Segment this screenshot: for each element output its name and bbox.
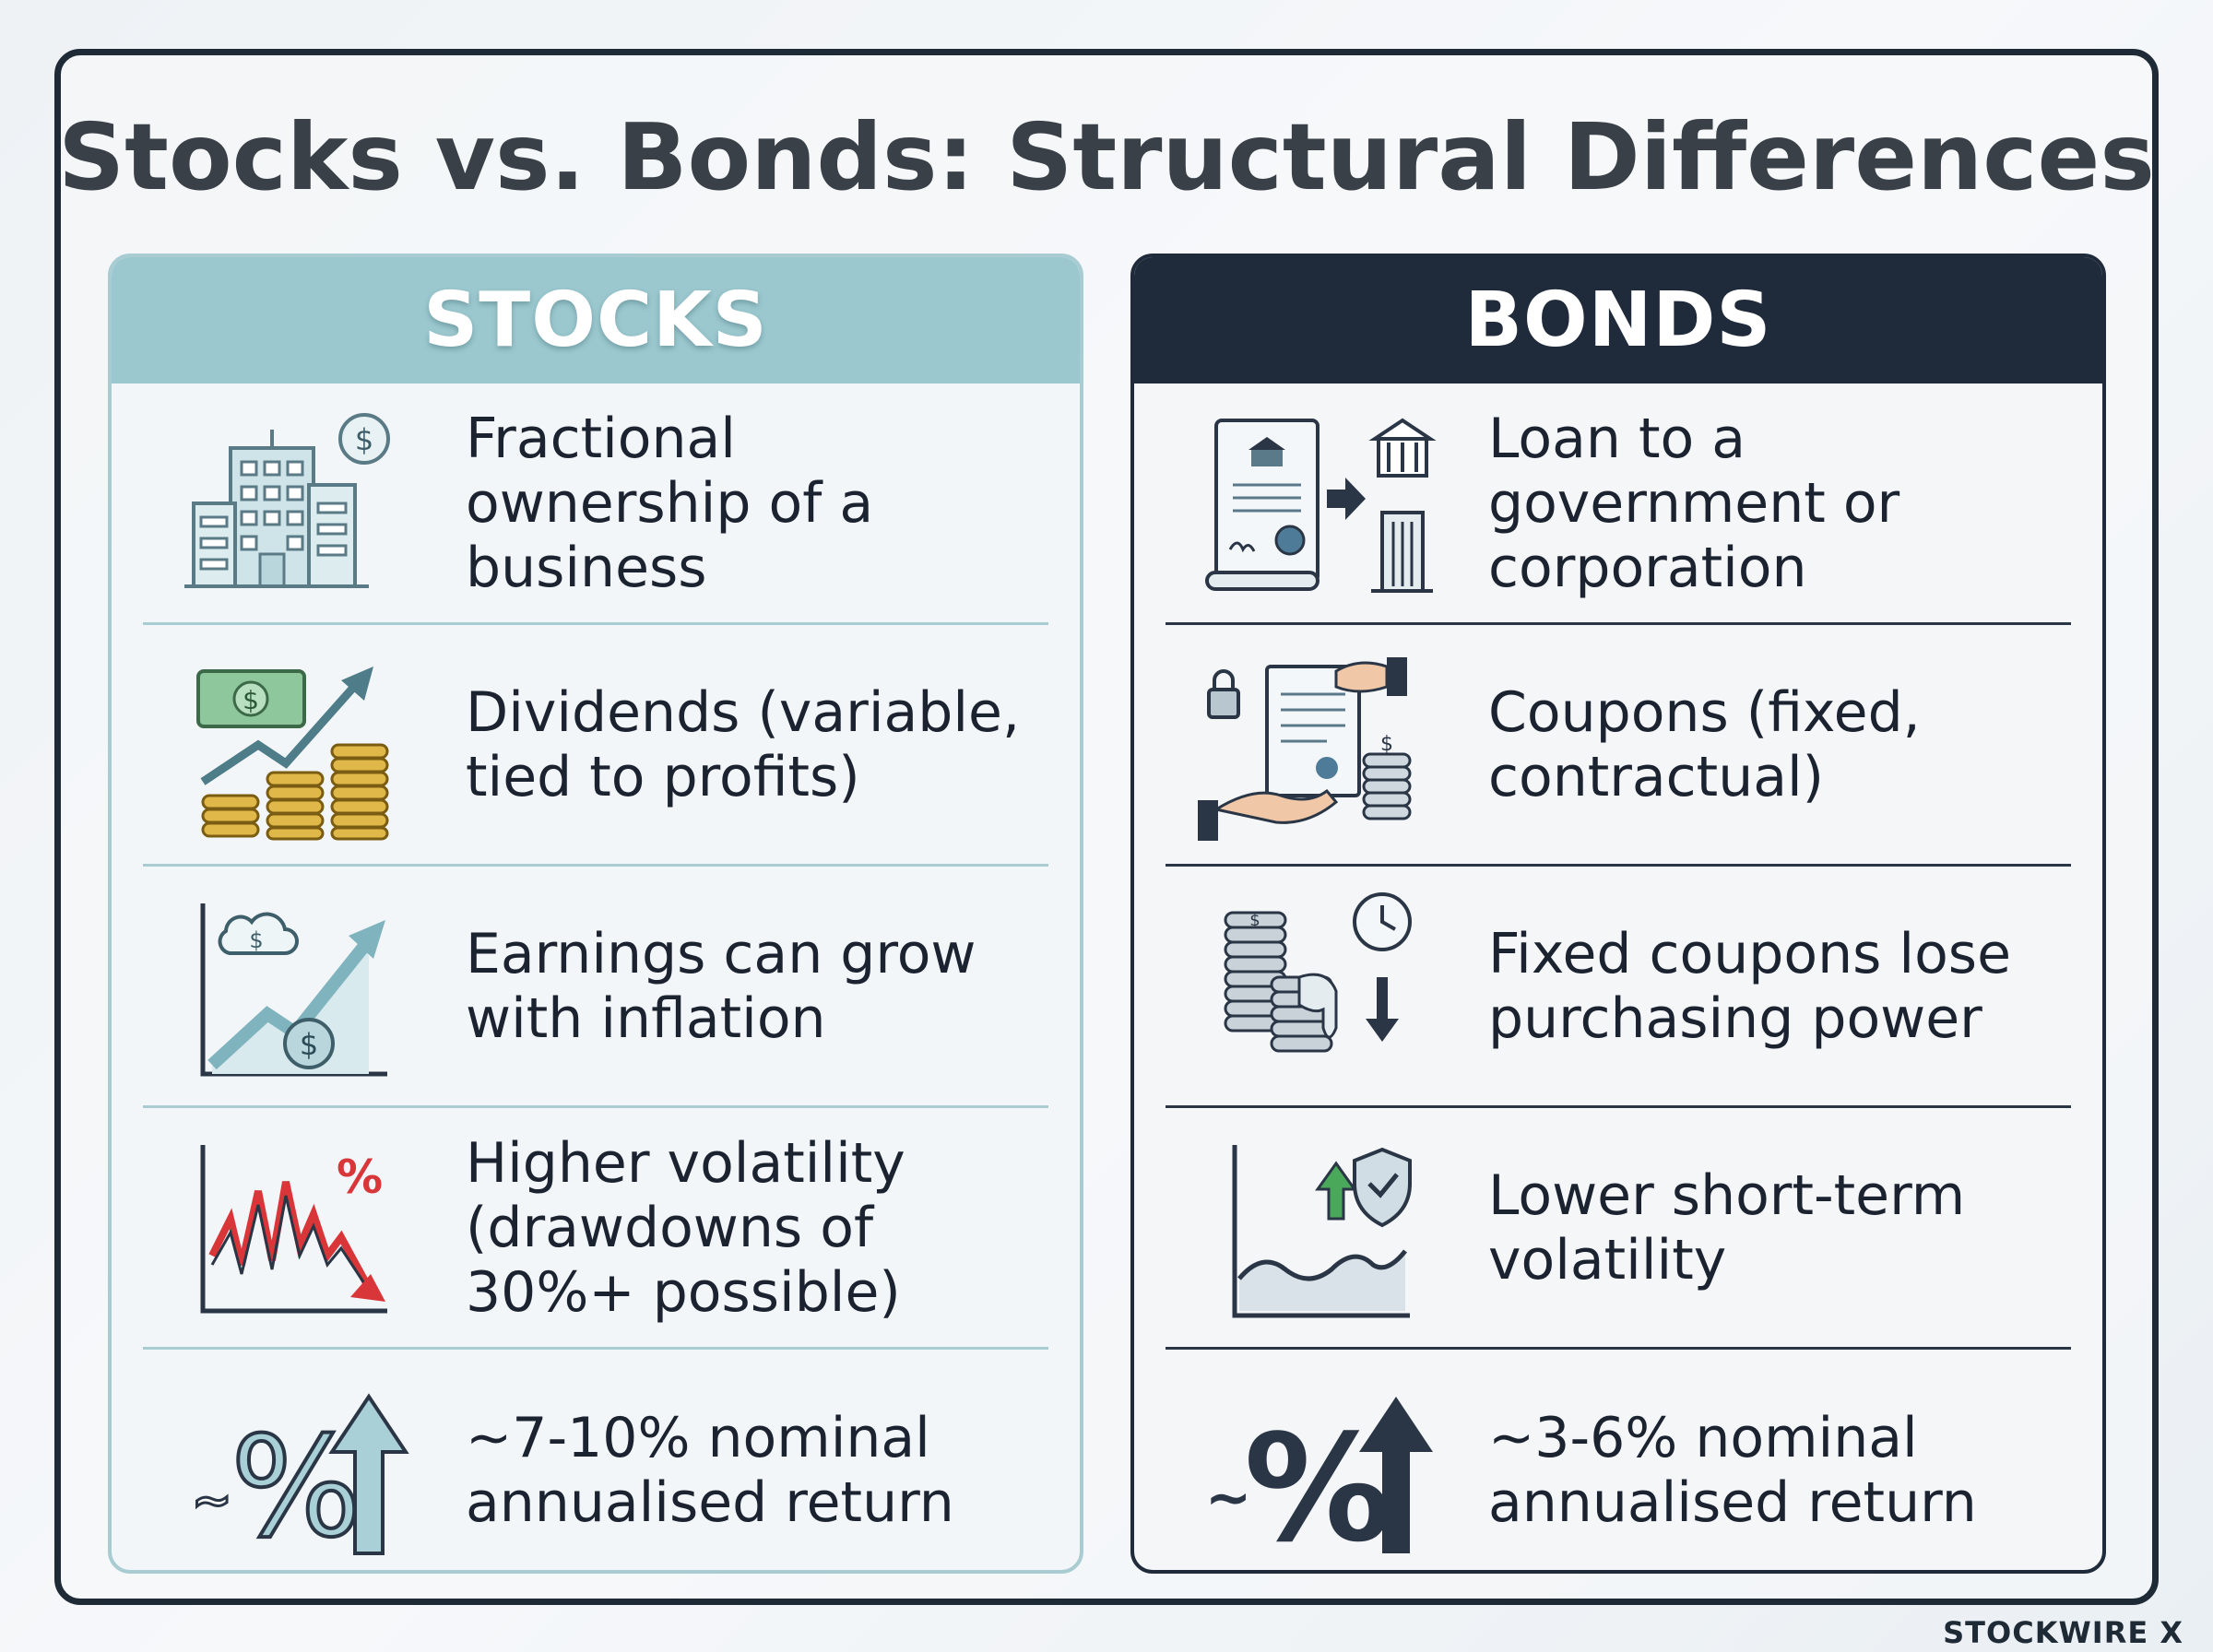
bonds-volatility-text: Lower short-term volatility <box>1488 1162 1966 1292</box>
melting-coins-clock-icon: $ <box>1166 880 1470 1092</box>
rising-chart-dollar-icon: $ $ <box>143 880 447 1092</box>
stocks-row-return: ~ % ~7-10% nominal annualised return <box>143 1350 1048 1570</box>
stocks-return-text: ~7-10% nominal annualised return <box>466 1406 954 1535</box>
stocks-dividends-text: Dividends (variable, tied to profits) <box>466 679 1021 809</box>
bonds-header: BONDS <box>1134 257 2102 384</box>
stable-chart-shield-icon <box>1166 1122 1470 1334</box>
stocks-row-inflation: $ $ Earnings can grow with inflation <box>143 867 1048 1108</box>
stocks-ownership-text: Fractional ownership of a business <box>466 406 874 600</box>
bonds-loan-text: Loan to a government or corporation <box>1488 406 1900 600</box>
svg-text:$: $ <box>1380 733 1393 756</box>
stocks-row-dividends: $ Dividends (variable, tied to profits) <box>143 625 1048 867</box>
volatile-chart-percent-icon: % <box>143 1122 447 1334</box>
svg-text:$: $ <box>1249 911 1260 930</box>
stocks-inflation-text: Earnings can grow with inflation <box>466 921 976 1051</box>
stocks-volatility-text: Higher volatility (drawdowns of 30%+ pos… <box>466 1130 905 1325</box>
bonds-row-return: ~ % ~3-6% nominal annualised return <box>1166 1350 2071 1572</box>
svg-text:~: ~ <box>192 1473 232 1528</box>
brand-logo: STOCKWIRE X <box>1943 1615 2183 1650</box>
percent-up-arrow-icon: ~ % <box>1166 1364 1470 1572</box>
percent-up-arrow-icon: ~ % <box>143 1364 447 1570</box>
svg-text:%: % <box>1244 1402 1391 1572</box>
svg-text:$: $ <box>300 1027 318 1062</box>
stocks-panel: STOCKS <box>108 254 1083 1574</box>
bonds-row-purchasing: $ Fixed coupons lose purchasing power <box>1166 867 2071 1108</box>
bonds-row-coupons: $ Coupons (fixed, contractual) <box>1166 625 2071 867</box>
svg-text:$: $ <box>249 927 263 953</box>
cash-coins-growth-icon: $ <box>143 639 447 851</box>
svg-text:%: % <box>231 1408 362 1568</box>
contract-handshake-coins-icon: $ <box>1166 639 1470 851</box>
stocks-row-ownership: $ Fractional ownership of a business <box>143 384 1048 625</box>
certificate-to-government-icon <box>1166 397 1470 609</box>
stocks-header: STOCKS <box>112 257 1080 384</box>
svg-text:$: $ <box>355 422 373 457</box>
stocks-row-volatility: % Higher volatility (drawdowns of 30%+ p… <box>143 1108 1048 1350</box>
svg-text:%: % <box>337 1150 383 1204</box>
bonds-coupons-text: Coupons (fixed, contractual) <box>1488 679 1921 809</box>
bonds-purchasing-text: Fixed coupons lose purchasing power <box>1488 921 2011 1051</box>
bonds-panel: BONDS <box>1130 254 2106 1574</box>
bonds-return-text: ~3-6% nominal annualised return <box>1488 1406 1977 1535</box>
bonds-row-loan: Loan to a government or corporation <box>1166 384 2071 625</box>
svg-text:~: ~ <box>1205 1466 1251 1530</box>
office-building-dollar-icon: $ <box>143 397 447 609</box>
svg-text:$: $ <box>243 685 259 715</box>
page-title: Stocks vs. Bonds: Structural Differences <box>58 103 2155 211</box>
bonds-row-volatility: Lower short-term volatility <box>1166 1108 2071 1350</box>
